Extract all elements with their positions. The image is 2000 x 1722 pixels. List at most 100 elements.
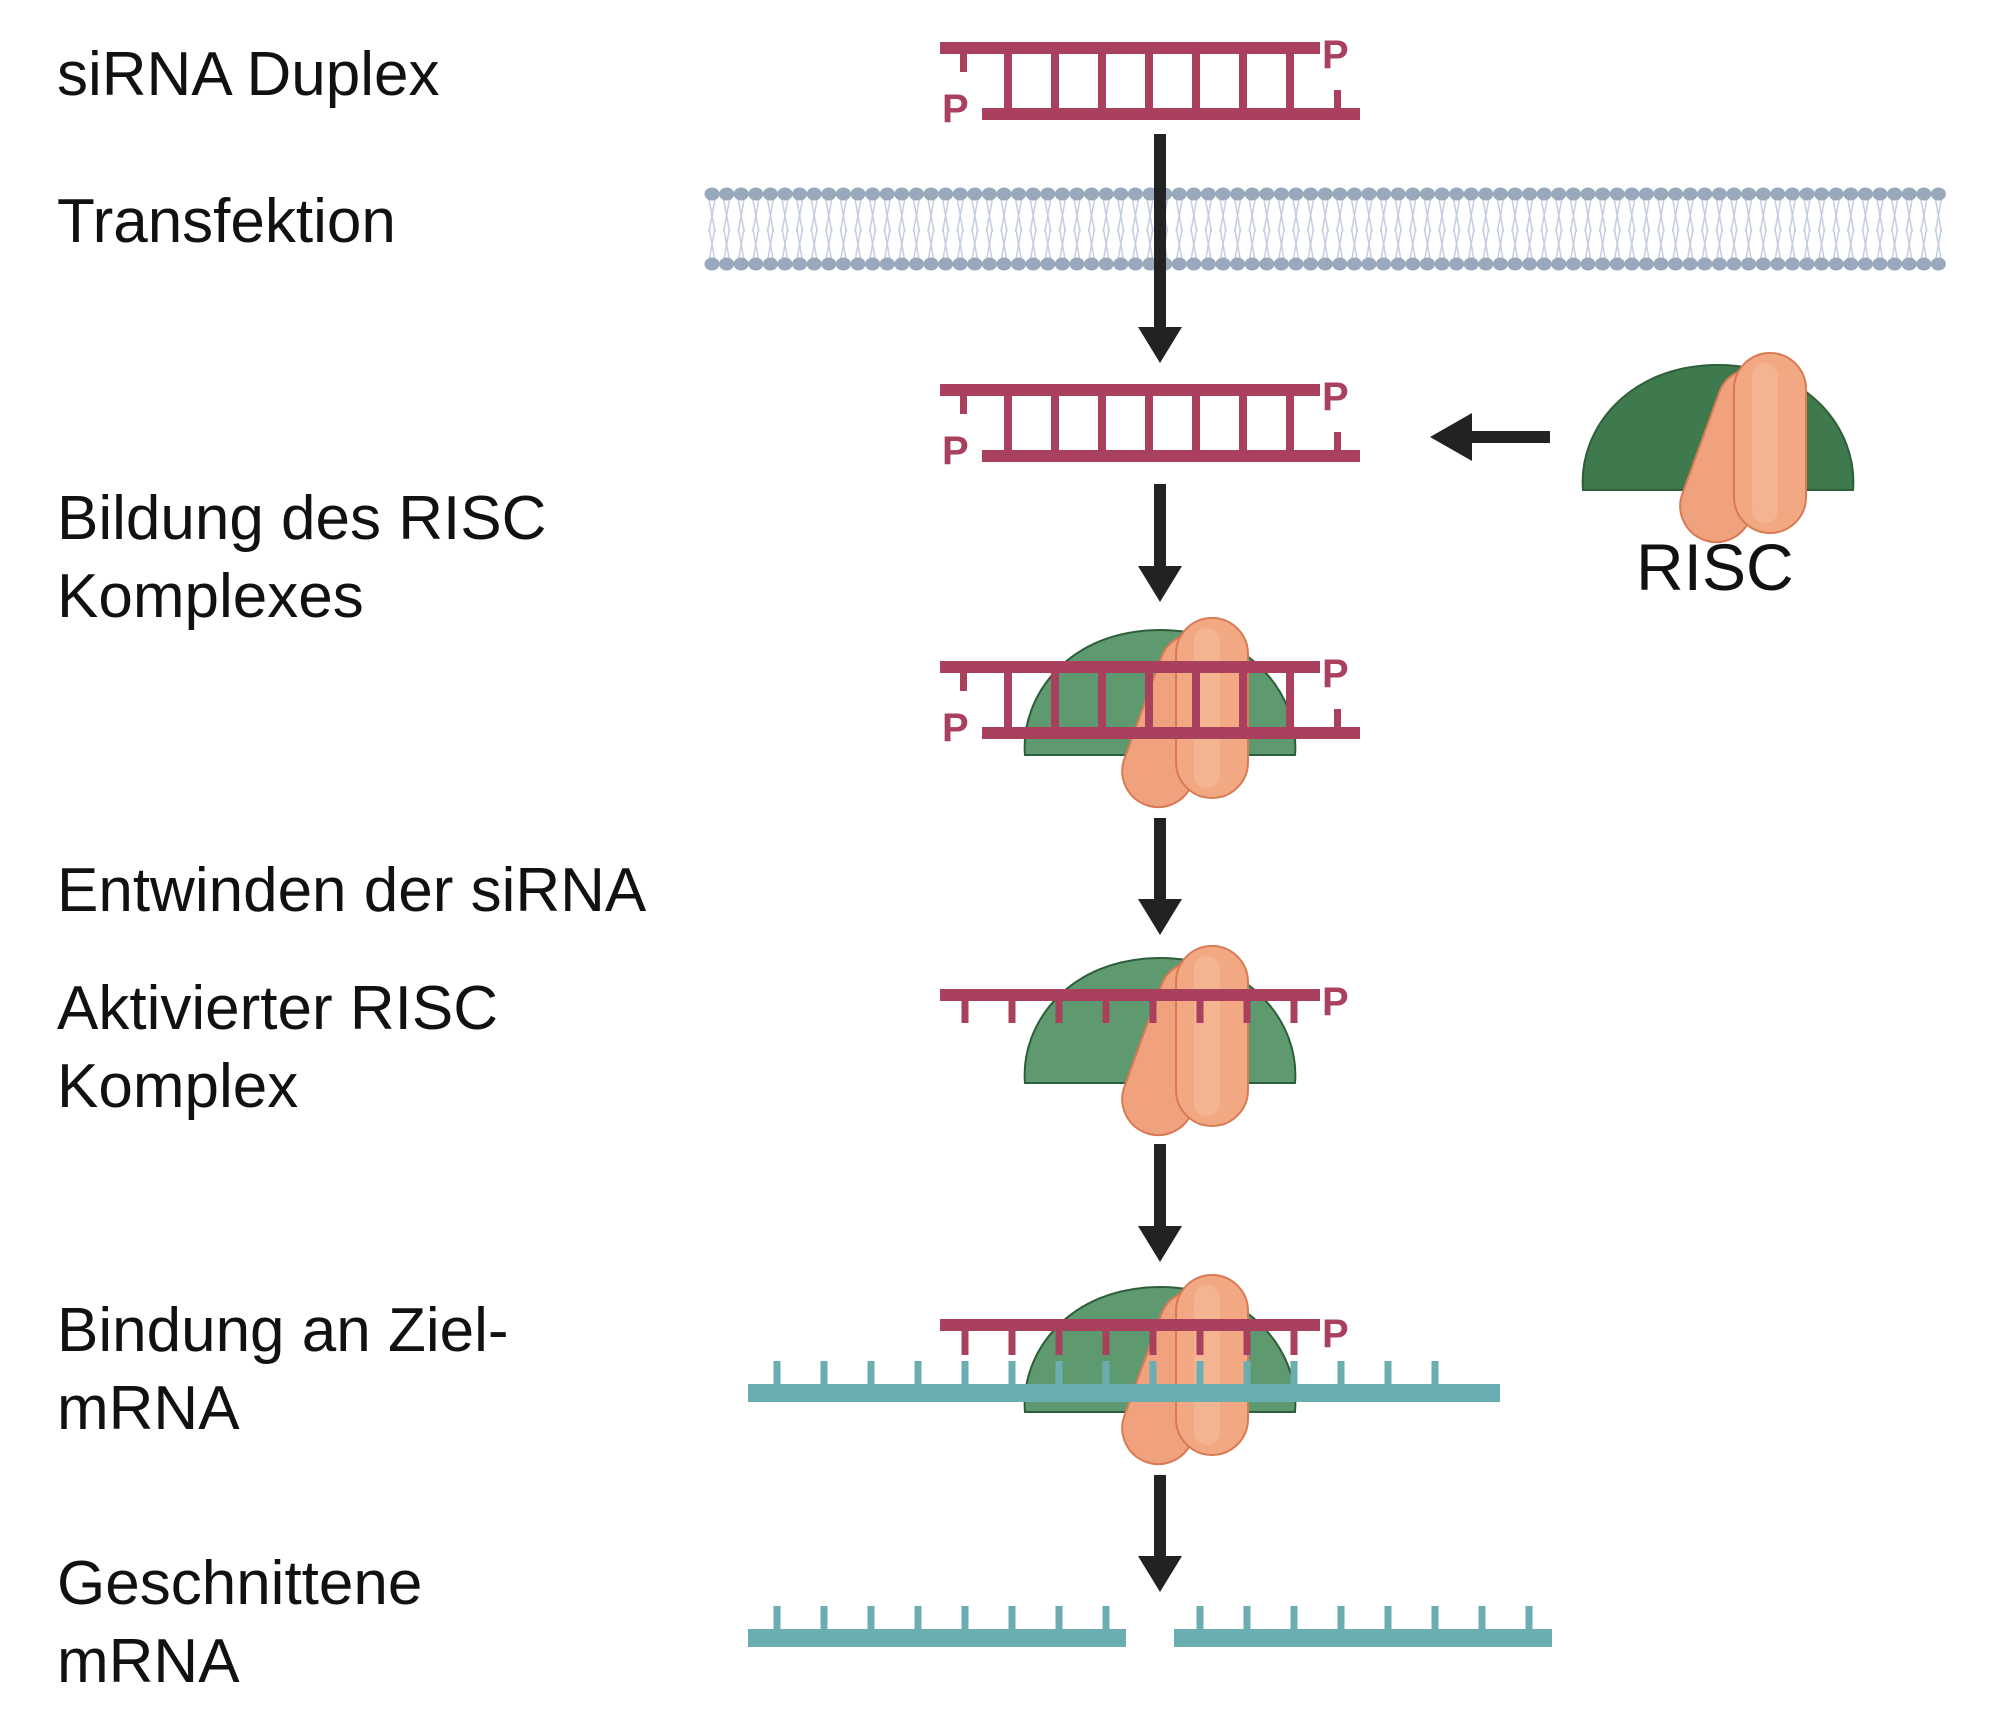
lipid-tail: [1131, 227, 1140, 262]
lipid-tail: [1671, 198, 1680, 233]
lipid-head: [879, 187, 895, 201]
lipid-tail: [941, 227, 950, 262]
phosphate-label: P: [942, 429, 969, 473]
lipid-tail: [766, 198, 775, 233]
lipid-tail: [1000, 227, 1008, 262]
base-pair: [1004, 673, 1012, 727]
lipid-tail: [1817, 227, 1826, 262]
arrow-head: [1138, 566, 1182, 602]
lipid-head: [1755, 187, 1771, 201]
base-tooth: [1290, 1331, 1298, 1355]
lipid-tail: [1014, 227, 1023, 262]
lipid-head: [1741, 187, 1757, 201]
sirna-antisense-strand: [982, 727, 1360, 739]
lipid-head: [1303, 257, 1319, 271]
lipid-head: [1376, 257, 1392, 271]
base-pair: [1145, 396, 1153, 450]
lipid-head: [1332, 187, 1348, 201]
lipid-head: [1580, 257, 1596, 271]
lipid-tail: [1248, 227, 1256, 262]
mrna-base: [1290, 1361, 1298, 1385]
lipid-head: [1113, 257, 1129, 271]
lipid-head: [1434, 187, 1450, 201]
lipid-head: [1799, 257, 1815, 271]
lipid-head: [1668, 187, 1684, 201]
lipid-head: [748, 257, 764, 271]
base-tooth: [961, 1001, 969, 1023]
lipid-tail: [1058, 227, 1067, 262]
mrna-base: [1243, 1361, 1251, 1385]
lipid-tail: [1628, 227, 1636, 262]
lipid-head: [1317, 257, 1333, 271]
lipid-tail: [1832, 227, 1840, 262]
lipid-tail: [1029, 227, 1037, 262]
lipid-tail: [1555, 227, 1563, 262]
base-pair: [1239, 396, 1247, 450]
lipid-tail: [1423, 198, 1432, 233]
mrna-base: [1384, 1361, 1392, 1385]
phosphate-label: P: [942, 706, 969, 750]
lipid-head: [1215, 257, 1231, 271]
lipid-head: [1478, 187, 1494, 201]
lipid-head: [1726, 187, 1742, 201]
lipid-tail: [1087, 227, 1096, 262]
lipid-tail: [752, 198, 760, 233]
lipid-head: [1609, 257, 1625, 271]
lipid-head: [1127, 187, 1143, 201]
lipid-head: [1259, 257, 1275, 271]
lipid-tail: [927, 198, 935, 233]
lipid-head: [1449, 257, 1465, 271]
mrna-strand: [748, 1384, 1500, 1402]
lipid-head: [1843, 257, 1859, 271]
base-pair: [1098, 54, 1106, 108]
lipid-tail: [1569, 227, 1578, 262]
lipid-tail: [1803, 227, 1811, 262]
base-tooth: [1102, 1001, 1110, 1023]
lipid-tail: [1175, 227, 1183, 262]
lipid-head: [1054, 257, 1070, 271]
lipid-head: [821, 187, 837, 201]
lipid-head: [938, 187, 954, 201]
lipid-head: [748, 187, 764, 201]
lipid-tail: [1511, 198, 1519, 233]
lipid-head: [1361, 187, 1377, 201]
lipid-head: [1755, 257, 1771, 271]
lipid-tail: [1905, 227, 1913, 262]
lipid-tail: [1190, 198, 1198, 233]
lipid-head: [1054, 187, 1070, 201]
base-tooth: [1102, 1331, 1110, 1355]
lipid-head: [850, 257, 866, 271]
lipid-head: [1332, 257, 1348, 271]
lipid-tail: [752, 227, 760, 262]
lipid-tail: [1248, 198, 1256, 233]
lipid-tail: [1525, 227, 1534, 262]
lipid-tail: [912, 227, 921, 262]
risc-subunit-highlight: [1194, 956, 1220, 1116]
lipid-tail: [1379, 227, 1388, 262]
lipid-head: [1930, 257, 1946, 271]
mrna-base: [914, 1361, 922, 1385]
lipid-head: [1697, 187, 1713, 201]
lipid-tail: [956, 198, 964, 233]
lipid-head: [1492, 187, 1508, 201]
lipid-head: [1084, 187, 1100, 201]
lipid-tail: [1803, 198, 1811, 233]
phosphate-label: P: [1322, 652, 1349, 696]
lipid-head: [1784, 187, 1800, 201]
lipid-head: [1507, 187, 1523, 201]
lipid-head: [967, 257, 983, 271]
lipid-tail: [1744, 198, 1753, 233]
lipid-head: [1405, 187, 1421, 201]
overhang: [1334, 432, 1341, 450]
lipid-tail: [898, 227, 906, 262]
lipid-head: [821, 257, 837, 271]
mrna-base: [773, 1606, 781, 1630]
lipid-head: [1200, 187, 1216, 201]
lipid-head: [762, 187, 778, 201]
lipid-tail: [1409, 227, 1417, 262]
lipid-tail: [1044, 227, 1052, 262]
lipid-head: [762, 257, 778, 271]
sirna-duplex-initial: PP: [940, 33, 1360, 131]
phosphate-label: P: [1322, 980, 1349, 1024]
mrna-base: [1008, 1606, 1016, 1630]
